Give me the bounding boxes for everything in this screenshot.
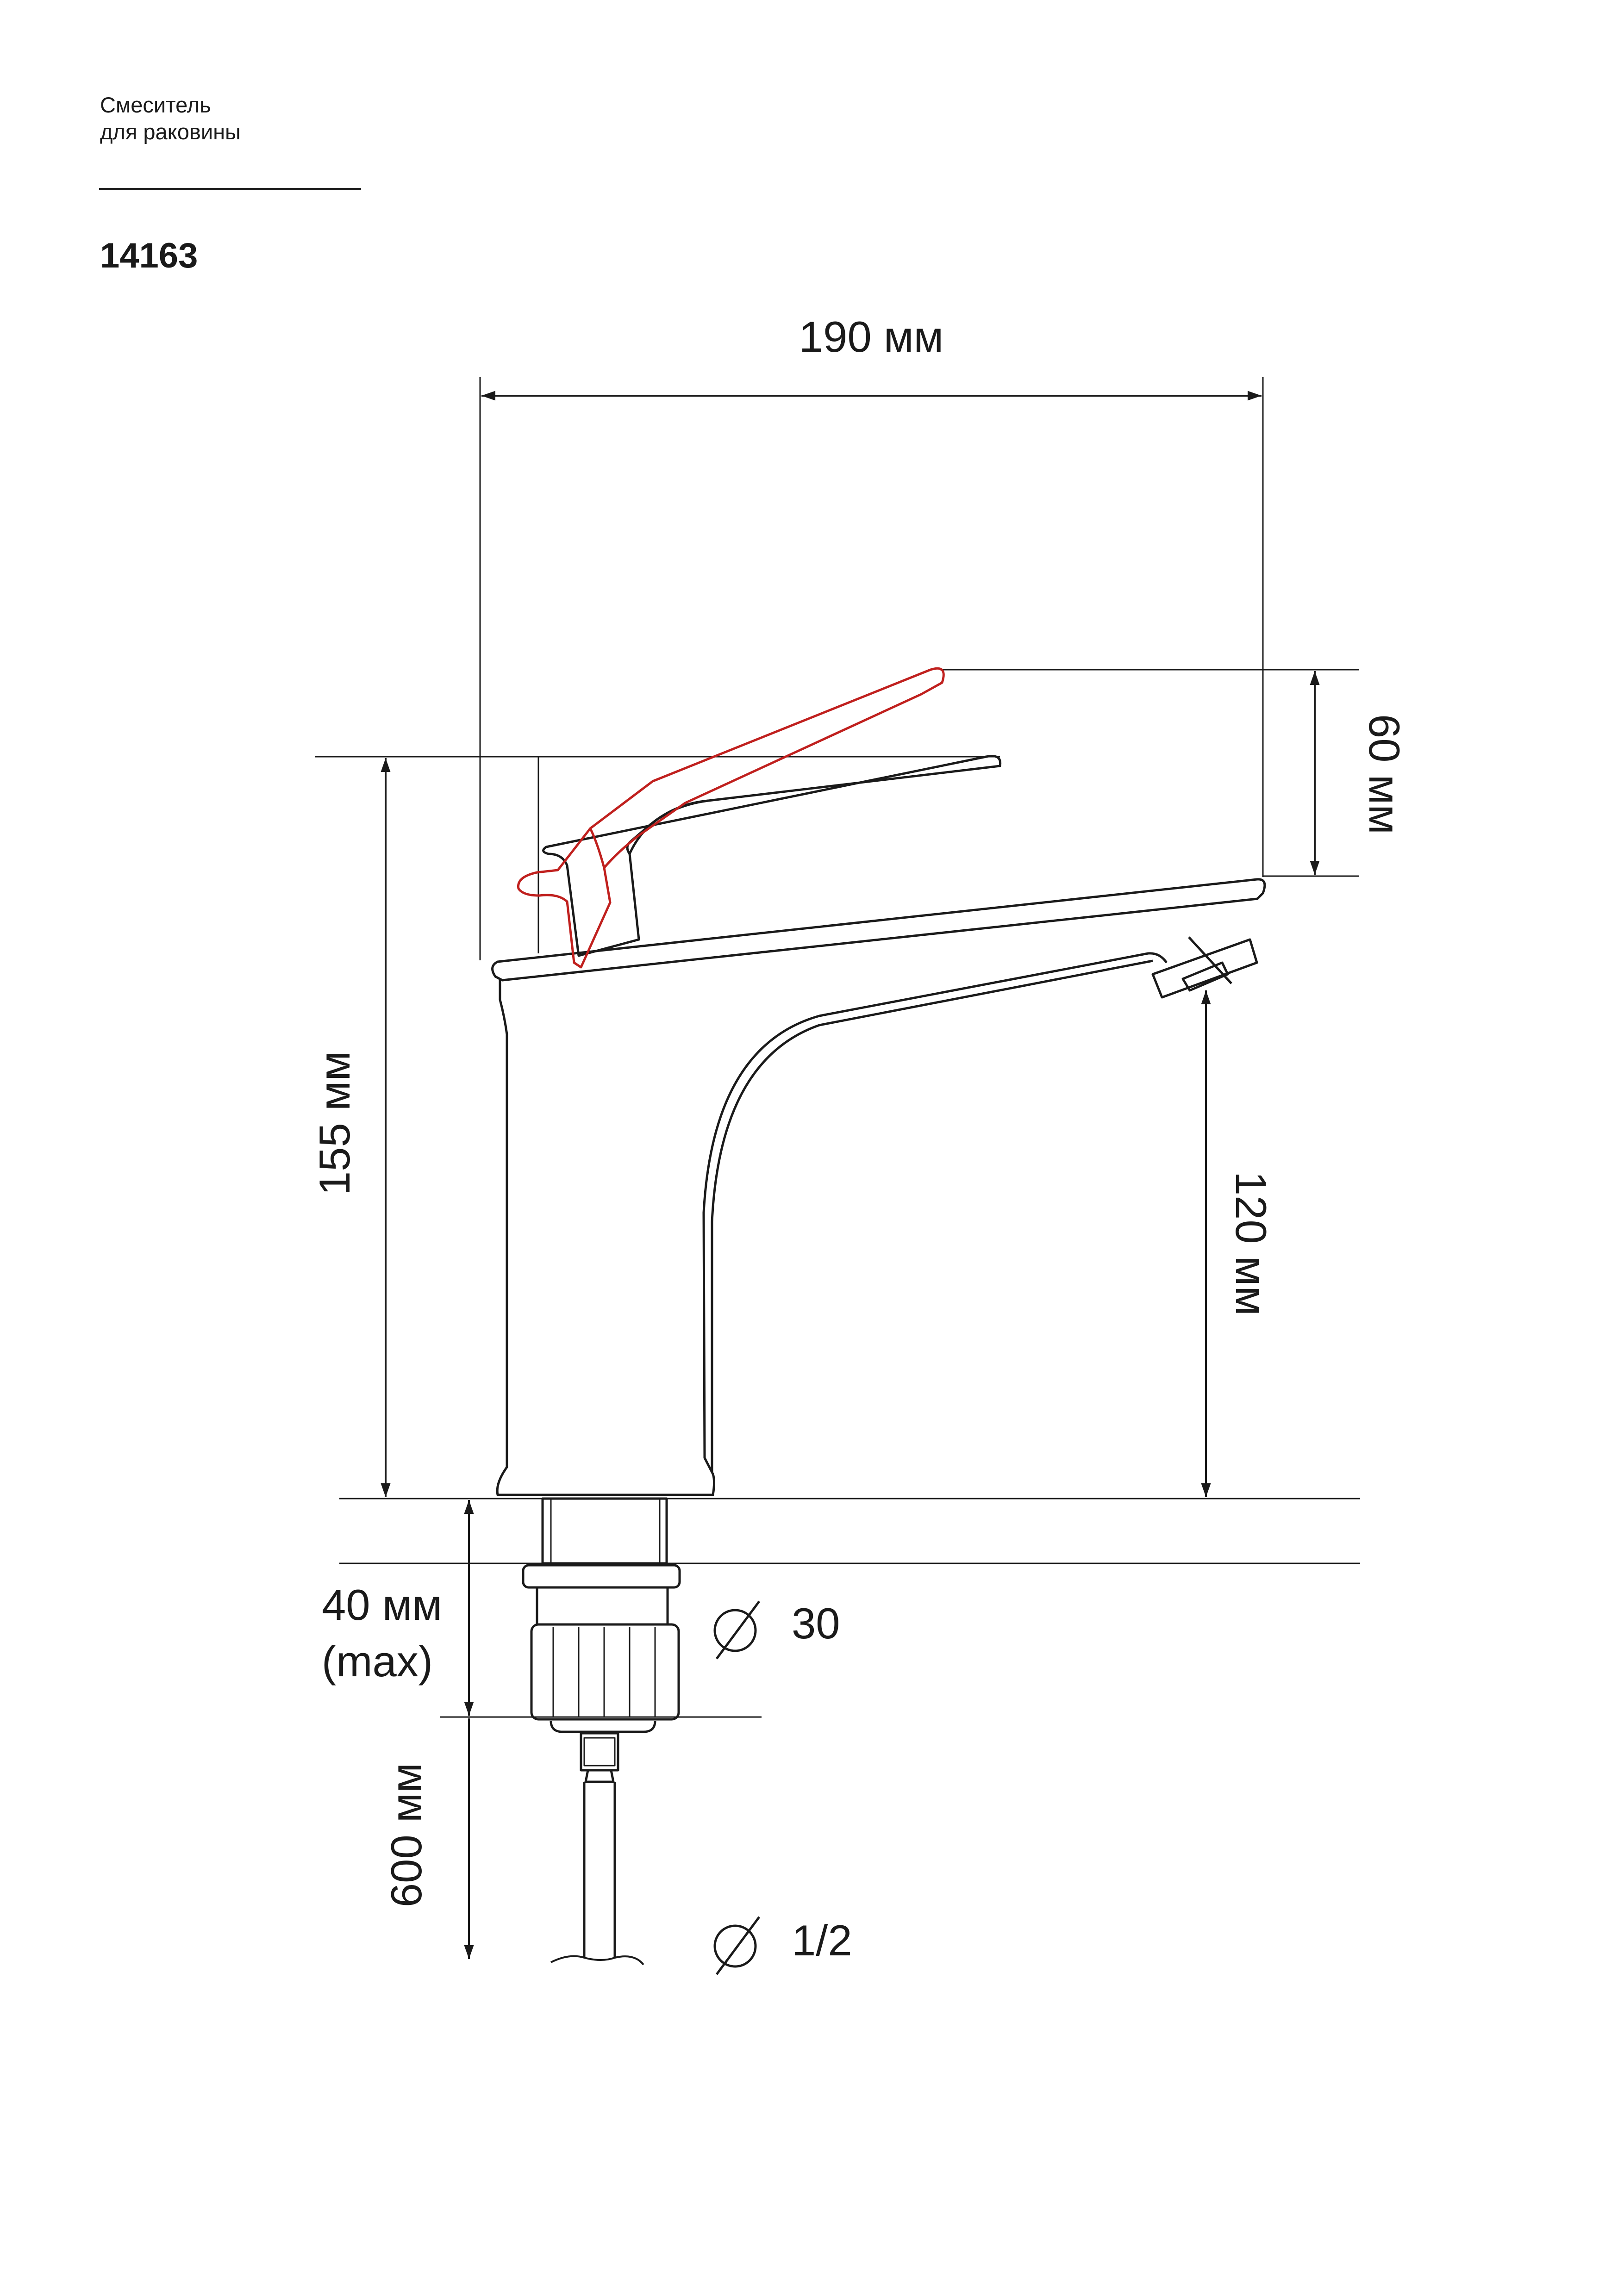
product-type-line1: Смеситель — [100, 93, 211, 117]
header-underline — [99, 188, 361, 190]
dim-height-label: 155 мм — [310, 1051, 359, 1195]
diameter-hose-label: 1/2 — [792, 1916, 852, 1965]
handle-open — [517, 667, 945, 969]
dim-lever-lift-label: 60 мм — [1360, 714, 1409, 834]
product-type-line2: для раковины — [100, 119, 241, 144]
mount-nut — [530, 1623, 680, 1721]
dimension-lines — [381, 391, 1320, 1959]
diameter-icon-hose — [713, 1916, 761, 1975]
handle-closed — [542, 755, 1002, 957]
mounting-assembly — [522, 1497, 681, 1783]
faucet-body — [491, 878, 1266, 1496]
dim-hose-length-label: 600 мм — [382, 1763, 431, 1907]
aerator — [1151, 938, 1258, 999]
diameter-mount-label: 30 — [792, 1599, 840, 1648]
dim-spout-height-label: 120 мм — [1227, 1171, 1275, 1316]
supply-hose — [550, 1782, 644, 1966]
diameter-icon-mount — [713, 1600, 761, 1660]
extension-lines — [315, 377, 1360, 1718]
dim-width-label: 190 мм — [799, 312, 943, 361]
dim-mount-depth-label: 40 мм — [322, 1580, 442, 1629]
model-number: 14163 — [100, 236, 198, 275]
dim-mount-depth-note: (max) — [322, 1637, 433, 1686]
